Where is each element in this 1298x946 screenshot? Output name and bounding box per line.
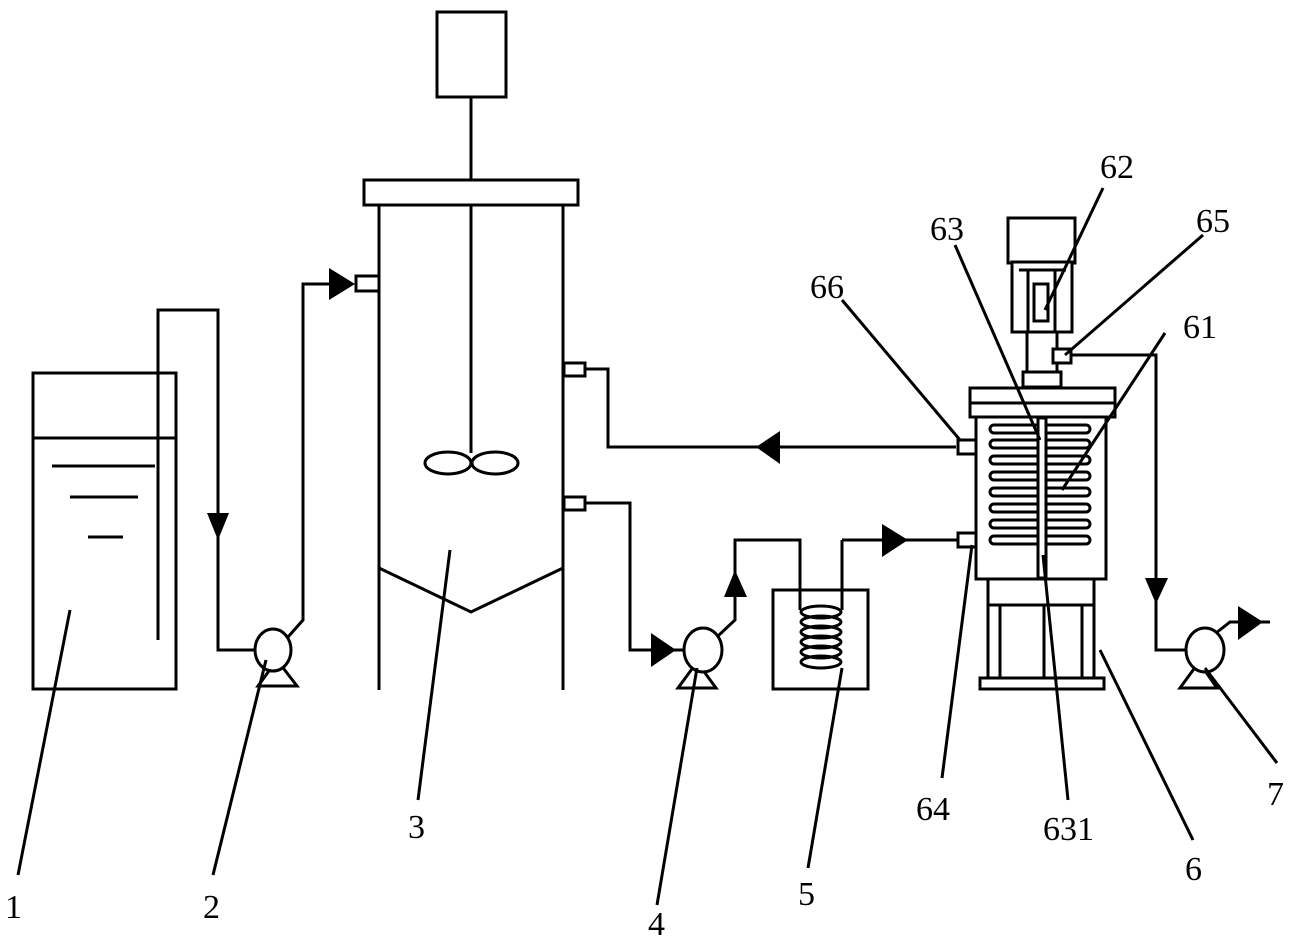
label-66: 66 bbox=[810, 269, 844, 306]
label-65: 65 bbox=[1196, 203, 1230, 240]
label-5: 5 bbox=[798, 876, 815, 913]
label-64: 64 bbox=[916, 791, 950, 828]
reactor-6 bbox=[956, 216, 1190, 691]
label-3: 3 bbox=[408, 809, 425, 846]
labels: 1 2 3 4 5 6 7 61 62 63 64 65 66 631 bbox=[5, 149, 1284, 943]
return-pipe bbox=[585, 367, 956, 464]
label-6: 6 bbox=[1185, 851, 1202, 888]
coil-heater bbox=[771, 524, 958, 691]
label-2: 2 bbox=[203, 889, 220, 926]
stirred-tank bbox=[362, 10, 587, 690]
storage-tank bbox=[31, 308, 255, 691]
leader-lines bbox=[16, 187, 1279, 906]
label-7: 7 bbox=[1267, 776, 1284, 813]
pump-7 bbox=[1177, 606, 1270, 690]
pump-2 bbox=[253, 268, 381, 688]
label-631: 631 bbox=[1043, 811, 1094, 848]
label-63: 63 bbox=[930, 211, 964, 248]
label-62: 62 bbox=[1100, 149, 1134, 186]
label-4: 4 bbox=[648, 906, 665, 943]
feed-pipe bbox=[585, 501, 685, 667]
pump-4 bbox=[675, 538, 802, 690]
label-61: 61 bbox=[1183, 309, 1217, 346]
label-1: 1 bbox=[5, 889, 22, 926]
